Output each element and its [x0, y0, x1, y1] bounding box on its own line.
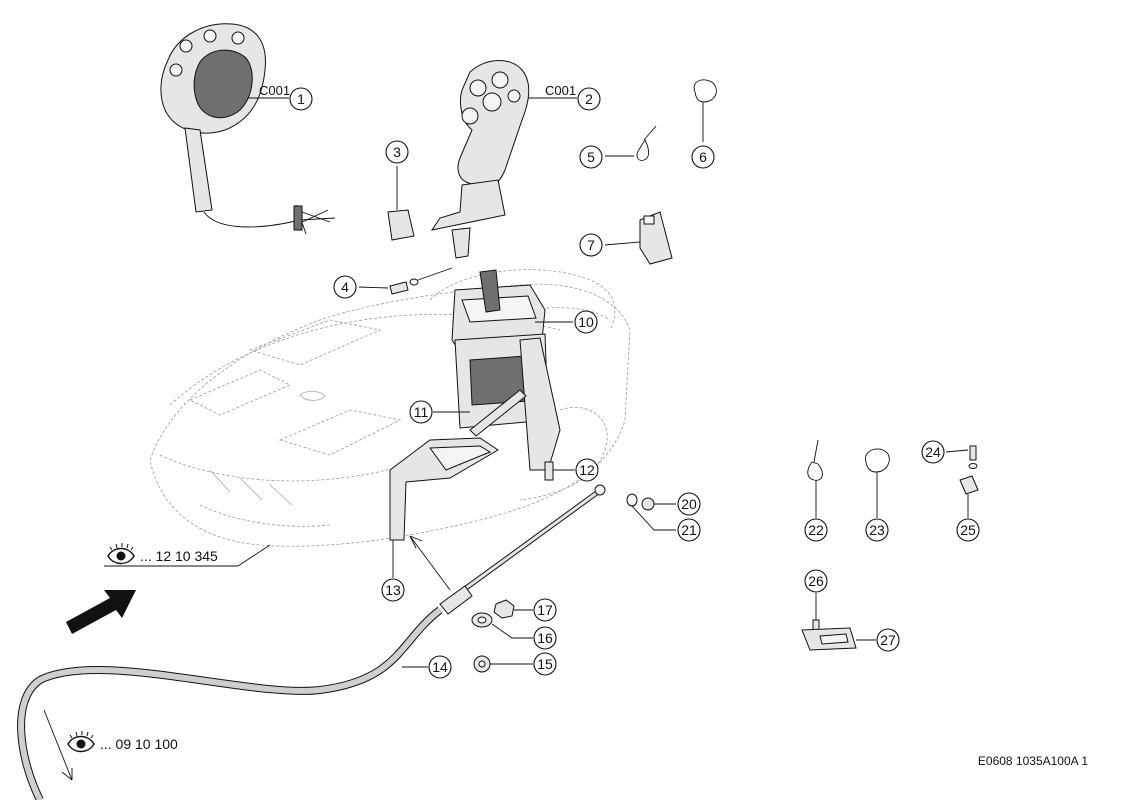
callout-4: 4	[333, 275, 357, 299]
callout-number: 24	[925, 444, 941, 460]
cross-ref-2-text: ... 09 10 100	[100, 736, 178, 752]
cable-tie-5	[605, 125, 657, 161]
clamp-23	[865, 448, 890, 518]
callout-number: 12	[579, 462, 595, 478]
callout-16: 16	[533, 626, 557, 650]
callout-22: 22	[804, 518, 828, 542]
callout-number: 1	[297, 91, 305, 107]
callout-number: 11	[414, 404, 429, 420]
link-rod-11	[433, 389, 527, 437]
callout-number: 26	[808, 573, 824, 589]
callout-13: 13	[381, 578, 405, 602]
callout-number: 16	[537, 630, 553, 646]
callout-number: 21	[681, 522, 697, 538]
callout-number: 27	[880, 632, 896, 648]
washer-21	[626, 493, 676, 531]
cross-ref-2: ... 09 10 100	[67, 731, 178, 753]
callout-number: 5	[587, 149, 595, 165]
callout-number: 13	[385, 582, 401, 598]
push-pull-cable-14	[17, 484, 606, 800]
bracket-27	[801, 627, 876, 651]
bolt-26	[812, 593, 820, 633]
drawing-code: E0608 1035A100A 1	[978, 754, 1088, 768]
clip-nut-25	[959, 475, 979, 518]
callout-2: 2	[577, 87, 601, 111]
callout-25: 25	[956, 518, 980, 542]
direction-arrow-icon	[66, 590, 136, 634]
callout-11: 11	[409, 400, 433, 424]
callout-number: 6	[699, 149, 707, 165]
callout-24: 24	[921, 440, 945, 464]
joystick-handle-1	[160, 23, 336, 235]
connector-label-c001-2: C001	[545, 83, 576, 98]
clip-3	[387, 166, 415, 241]
shift-gate-assembly-10	[451, 269, 573, 471]
bracket-13	[389, 437, 499, 591]
callout-26: 26	[804, 569, 828, 593]
callout-14: 14	[428, 655, 452, 679]
callout-15: 15	[533, 652, 557, 676]
eye-icon	[67, 731, 95, 753]
callout-number: 3	[393, 144, 401, 160]
callout-6: 6	[691, 145, 715, 169]
callout-3: 3	[385, 140, 409, 164]
nut-20	[641, 497, 676, 511]
callout-number: 22	[808, 522, 824, 538]
callout-number: 20	[681, 496, 697, 512]
callout-17: 17	[533, 598, 557, 622]
callout-7: 7	[579, 233, 603, 257]
callout-number: 25	[960, 522, 976, 538]
nut-16	[471, 612, 533, 639]
cross-ref-1-text: ... 12 10 345	[140, 548, 218, 564]
eye-icon	[107, 543, 135, 565]
callout-number: 4	[341, 279, 349, 295]
callout-number: 10	[578, 314, 594, 330]
screw-24	[945, 445, 978, 469]
callout-number: 17	[537, 602, 553, 618]
cross-ref-1: ... 12 10 345	[104, 543, 271, 567]
callout-5: 5	[579, 145, 603, 169]
nut-17	[493, 599, 533, 619]
callout-27: 27	[876, 628, 900, 652]
callout-number: 7	[587, 237, 595, 253]
bolt-12	[544, 461, 575, 481]
callout-number: 15	[537, 656, 553, 672]
callout-number: 23	[869, 522, 885, 538]
console-outline	[149, 269, 631, 547]
grommet-15	[473, 655, 533, 673]
callout-20: 20	[677, 492, 701, 516]
callout-12: 12	[575, 458, 599, 482]
callout-number: 2	[585, 91, 593, 107]
cable-tie-22	[807, 439, 823, 518]
callout-number: 14	[432, 659, 448, 675]
screw-washer-4	[358, 267, 453, 295]
callout-21: 21	[677, 518, 701, 542]
connector-7	[604, 211, 673, 265]
callout-23: 23	[865, 518, 889, 542]
connector-label-c001-1: C001	[259, 83, 290, 98]
callout-1: 1	[289, 87, 313, 111]
shift-lever-2	[430, 59, 530, 259]
clamp-6	[693, 79, 717, 142]
callout-10: 10	[574, 310, 598, 334]
